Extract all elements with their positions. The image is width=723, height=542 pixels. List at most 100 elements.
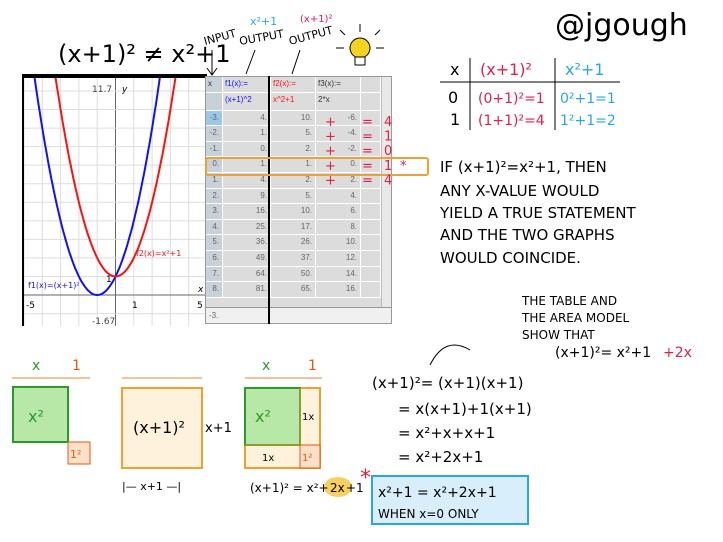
graph-panel[interactable]: 11.7 y -1.67 -5 5 1 1 x f1(x)=(x+1)² f2(…: [22, 61, 208, 327]
svg-text:= x(x+1)+1(x+1): = x(x+1)+1(x+1): [398, 400, 532, 418]
svg-text:IF (x+1)²=x²+1, THEN: IF (x+1)²=x²+1, THEN: [440, 158, 607, 176]
table-row[interactable]: -3.4.10.-6.: [206, 110, 391, 127]
table-cell[interactable]: 16.: [223, 204, 271, 219]
table-cell[interactable]: [361, 157, 381, 172]
function-graph[interactable]: 11.7 y -1.67 -5 5 1 1 x f1(x)=(x+1)² f2(…: [23, 61, 208, 327]
table-cell[interactable]: 5.: [271, 126, 316, 141]
table-cell[interactable]: 2.: [271, 172, 316, 188]
table-cell[interactable]: 1.: [223, 157, 271, 172]
table-cell[interactable]: 50.: [271, 266, 316, 282]
lists-spreadsheet[interactable]: x f1(x):= f2(x):= f3(x):= (x+1)^2 x^2+1 …: [205, 76, 392, 324]
table-cell[interactable]: [361, 282, 381, 297]
table-row[interactable]: 4.25.17.8.: [206, 219, 391, 236]
col-header-x[interactable]: x: [206, 77, 223, 92]
table-row[interactable]: 8.81.65.16.: [206, 282, 391, 298]
table-cell[interactable]: 4.: [206, 219, 223, 235]
table-cell[interactable]: 0.: [223, 141, 271, 157]
table-cell[interactable]: 49.: [223, 250, 271, 266]
vertical-scrollbar[interactable]: [381, 77, 391, 307]
table-cell[interactable]: 10.: [271, 110, 316, 126]
table-cell[interactable]: 12.: [316, 250, 361, 266]
table-row[interactable]: 5.36.26.10.: [206, 235, 391, 251]
f2-curve: [52, 61, 179, 278]
table-cell[interactable]: [361, 126, 381, 141]
formula-f1[interactable]: (x+1)^2: [223, 92, 271, 110]
table-cell[interactable]: 10.: [271, 204, 316, 219]
table-cell[interactable]: 4.: [223, 110, 271, 126]
svg-text:1²: 1²: [70, 448, 81, 461]
handwritten-mark: 4: [384, 173, 392, 188]
table-cell[interactable]: 7.: [206, 266, 223, 282]
table-cell[interactable]: 64.: [223, 266, 271, 282]
table-cell[interactable]: 0.: [316, 157, 361, 172]
table-cell[interactable]: 4.: [316, 188, 361, 204]
table-cell[interactable]: 2.: [271, 141, 316, 157]
svg-text:0: 0: [448, 88, 458, 107]
handwritten-mark: 1: [384, 159, 392, 174]
col-header-f1[interactable]: f1(x):=: [223, 77, 271, 92]
table-cell[interactable]: [361, 204, 381, 219]
table-row[interactable]: 7.64.50.14.: [206, 266, 391, 283]
col-header-f2[interactable]: f2(x):=: [271, 77, 316, 92]
table-cell[interactable]: -2.: [316, 141, 361, 157]
table-cell[interactable]: 81.: [223, 282, 271, 297]
table-row[interactable]: 1.4.2.2.: [206, 172, 391, 189]
table-cell[interactable]: 1.: [206, 172, 223, 188]
formula-x[interactable]: [206, 92, 223, 110]
table-cell[interactable]: 8.: [206, 282, 223, 297]
table-cell[interactable]: [361, 266, 381, 282]
table-row[interactable]: 2.9.5.4.: [206, 188, 391, 205]
table-cell[interactable]: 1.: [223, 126, 271, 141]
svg-text:= x²+x+x+1: = x²+x+x+1: [398, 424, 495, 442]
table-cell[interactable]: 2.: [316, 172, 361, 188]
table-cell[interactable]: [361, 235, 381, 250]
algebra-steps: (x+1)²= (x+1)(x+1) = x(x+1)+1(x+1) = x²+…: [372, 344, 532, 466]
table-cell[interactable]: 6.: [206, 250, 223, 266]
area-model-whole: (x+1)² |— x+1 —|: [121, 377, 203, 493]
table-cell[interactable]: -6.: [316, 110, 361, 126]
table-cell[interactable]: 5.: [271, 188, 316, 204]
table-row[interactable]: -2.1.5.-4.: [206, 126, 391, 142]
table-cell[interactable]: 5.: [206, 235, 223, 250]
table-cell[interactable]: [361, 172, 381, 188]
table-row[interactable]: 3.16.10.6.: [206, 204, 391, 220]
table-cell[interactable]: 65.: [271, 282, 316, 297]
table-cell[interactable]: -3.: [206, 110, 223, 126]
formula-f2[interactable]: x^2+1: [271, 92, 316, 110]
col-header-f3[interactable]: f3(x):=: [316, 77, 361, 92]
entry-line[interactable]: -3.: [206, 307, 391, 323]
table-cell[interactable]: -4.: [316, 126, 361, 141]
table-cell[interactable]: 25.: [223, 219, 271, 235]
table-cell[interactable]: 4.: [223, 172, 271, 188]
table-row[interactable]: -1.0.2.-2.: [206, 141, 391, 158]
svg-text:|— x+1 —|: |— x+1 —|: [122, 480, 181, 493]
table-cell[interactable]: 9.: [223, 188, 271, 204]
table-row[interactable]: 6.49.37.12.: [206, 250, 391, 267]
table-cell[interactable]: [361, 188, 381, 204]
handwritten-mark: =: [362, 130, 373, 145]
svg-text:x+1: x+1: [205, 421, 232, 436]
f1-curve: [31, 61, 164, 296]
table-cell[interactable]: -2.: [206, 126, 223, 141]
table-cell[interactable]: 37.: [271, 250, 316, 266]
table-cell[interactable]: 14.: [316, 266, 361, 282]
table-cell[interactable]: [361, 219, 381, 235]
table-cell[interactable]: [361, 110, 381, 126]
table-cell[interactable]: [361, 141, 381, 157]
table-cell[interactable]: 26.: [271, 235, 316, 250]
formula-f3[interactable]: 2*x: [316, 92, 361, 110]
table-cell[interactable]: 36.: [223, 235, 271, 250]
table-cell[interactable]: [361, 250, 381, 266]
table-row[interactable]: 0.1.1.0.: [206, 157, 391, 173]
table-cell[interactable]: 6.: [316, 204, 361, 219]
table-cell[interactable]: 3.: [206, 204, 223, 219]
table-cell[interactable]: 10.: [316, 235, 361, 250]
table-cell[interactable]: 2.: [206, 188, 223, 204]
table-cell[interactable]: -1.: [206, 141, 223, 157]
table-cell[interactable]: 1.: [271, 157, 316, 172]
table-cell[interactable]: 8.: [316, 219, 361, 235]
table-cell[interactable]: 0.: [206, 157, 223, 172]
table-cell[interactable]: 17.: [271, 219, 316, 235]
table-cell[interactable]: 16.: [316, 282, 361, 297]
